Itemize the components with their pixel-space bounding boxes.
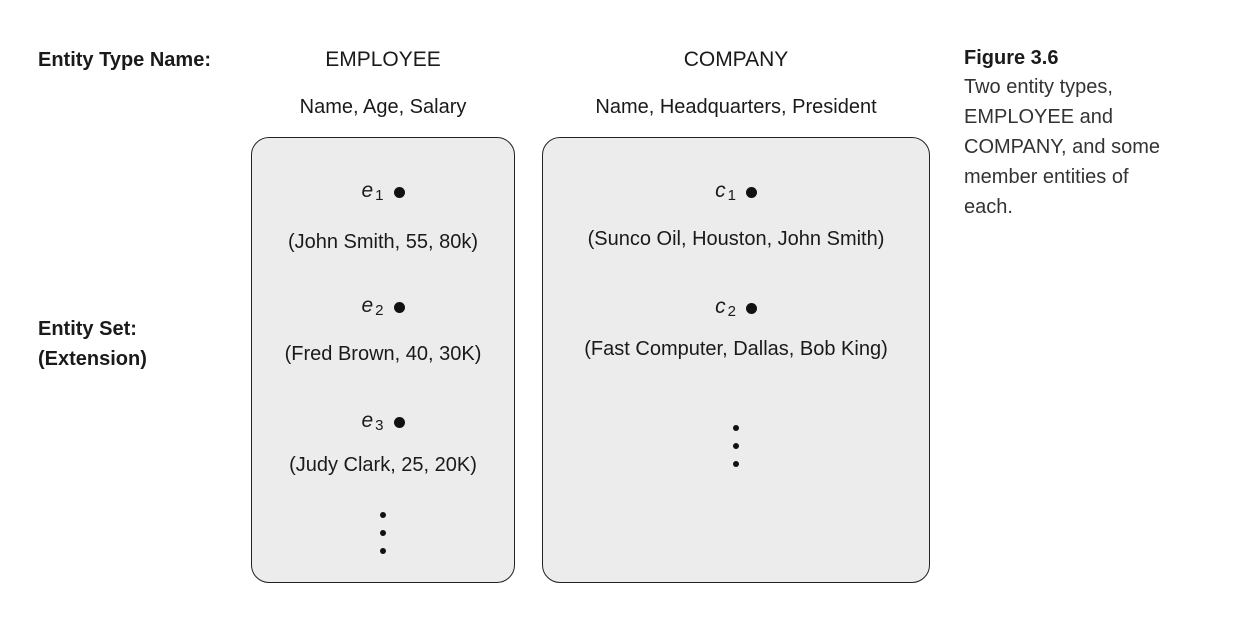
entity-dot-icon <box>393 417 405 428</box>
company-attributes: Name, Headquarters, President <box>595 96 877 118</box>
company-more-entities-ellipsis-icon <box>733 425 739 479</box>
entity-subscript: 1 <box>727 187 736 204</box>
employee-more-entities-ellipsis-icon <box>380 512 386 566</box>
entity-subscript: 2 <box>727 303 736 320</box>
employee-entity-set <box>251 137 515 583</box>
figure-caption: Figure 3.6 Two entity types, EMPLOYEE an… <box>964 44 1204 222</box>
entity-letter: e <box>361 294 374 317</box>
employee-attributes: Name, Age, Salary <box>299 96 467 118</box>
entity-letter: e <box>361 179 374 202</box>
figure-caption-line: COMPANY, and some <box>964 136 1161 158</box>
figure-caption-line: each. <box>964 196 1013 218</box>
entity-type-name-label: Entity Type Name: <box>38 49 211 71</box>
company-entity-c1-tuple: (Sunco Oil, Houston, John Smith) <box>587 228 885 250</box>
entity-dot-icon <box>745 187 757 198</box>
figure-caption-line: EMPLOYEE and <box>964 106 1113 128</box>
entity-set-label-line1: Entity Set: <box>38 318 137 340</box>
employee-entity-e2-tuple: (Fred Brown, 40, 30K) <box>284 343 482 365</box>
figure-caption-line: Two entity types, <box>964 76 1113 98</box>
entity-letter: c <box>715 179 726 202</box>
entity-set-label-line2: (Extension) <box>38 348 147 370</box>
employee-entity-e1-tuple: (John Smith, 55, 80k) <box>287 231 479 253</box>
entity-subscript: 2 <box>375 302 384 319</box>
employee-entity-e3-tuple: (Judy Clark, 25, 20K) <box>289 454 477 476</box>
entity-subscript: 3 <box>375 417 384 434</box>
entity-subscript: 1 <box>375 187 384 204</box>
company-entity-set <box>542 137 930 583</box>
entity-set-label: Entity Set: (Extension) <box>38 314 147 374</box>
entity-letter: c <box>715 295 726 318</box>
figure-caption-title: Figure 3.6 <box>964 47 1059 69</box>
entity-dot-icon <box>745 303 757 314</box>
entity-dot-icon <box>393 187 405 198</box>
entity-dot-icon <box>393 302 405 313</box>
figure-caption-line: member entities of <box>964 166 1129 188</box>
company-entity-c2-tuple: (Fast Computer, Dallas, Bob King) <box>584 338 888 360</box>
entity-letter: e <box>361 409 374 432</box>
employee-type-name: EMPLOYEE <box>325 48 441 71</box>
company-type-name: COMPANY <box>683 48 789 71</box>
figure-caption-text: Two entity types, EMPLOYEE and COMPANY, … <box>964 72 1204 222</box>
